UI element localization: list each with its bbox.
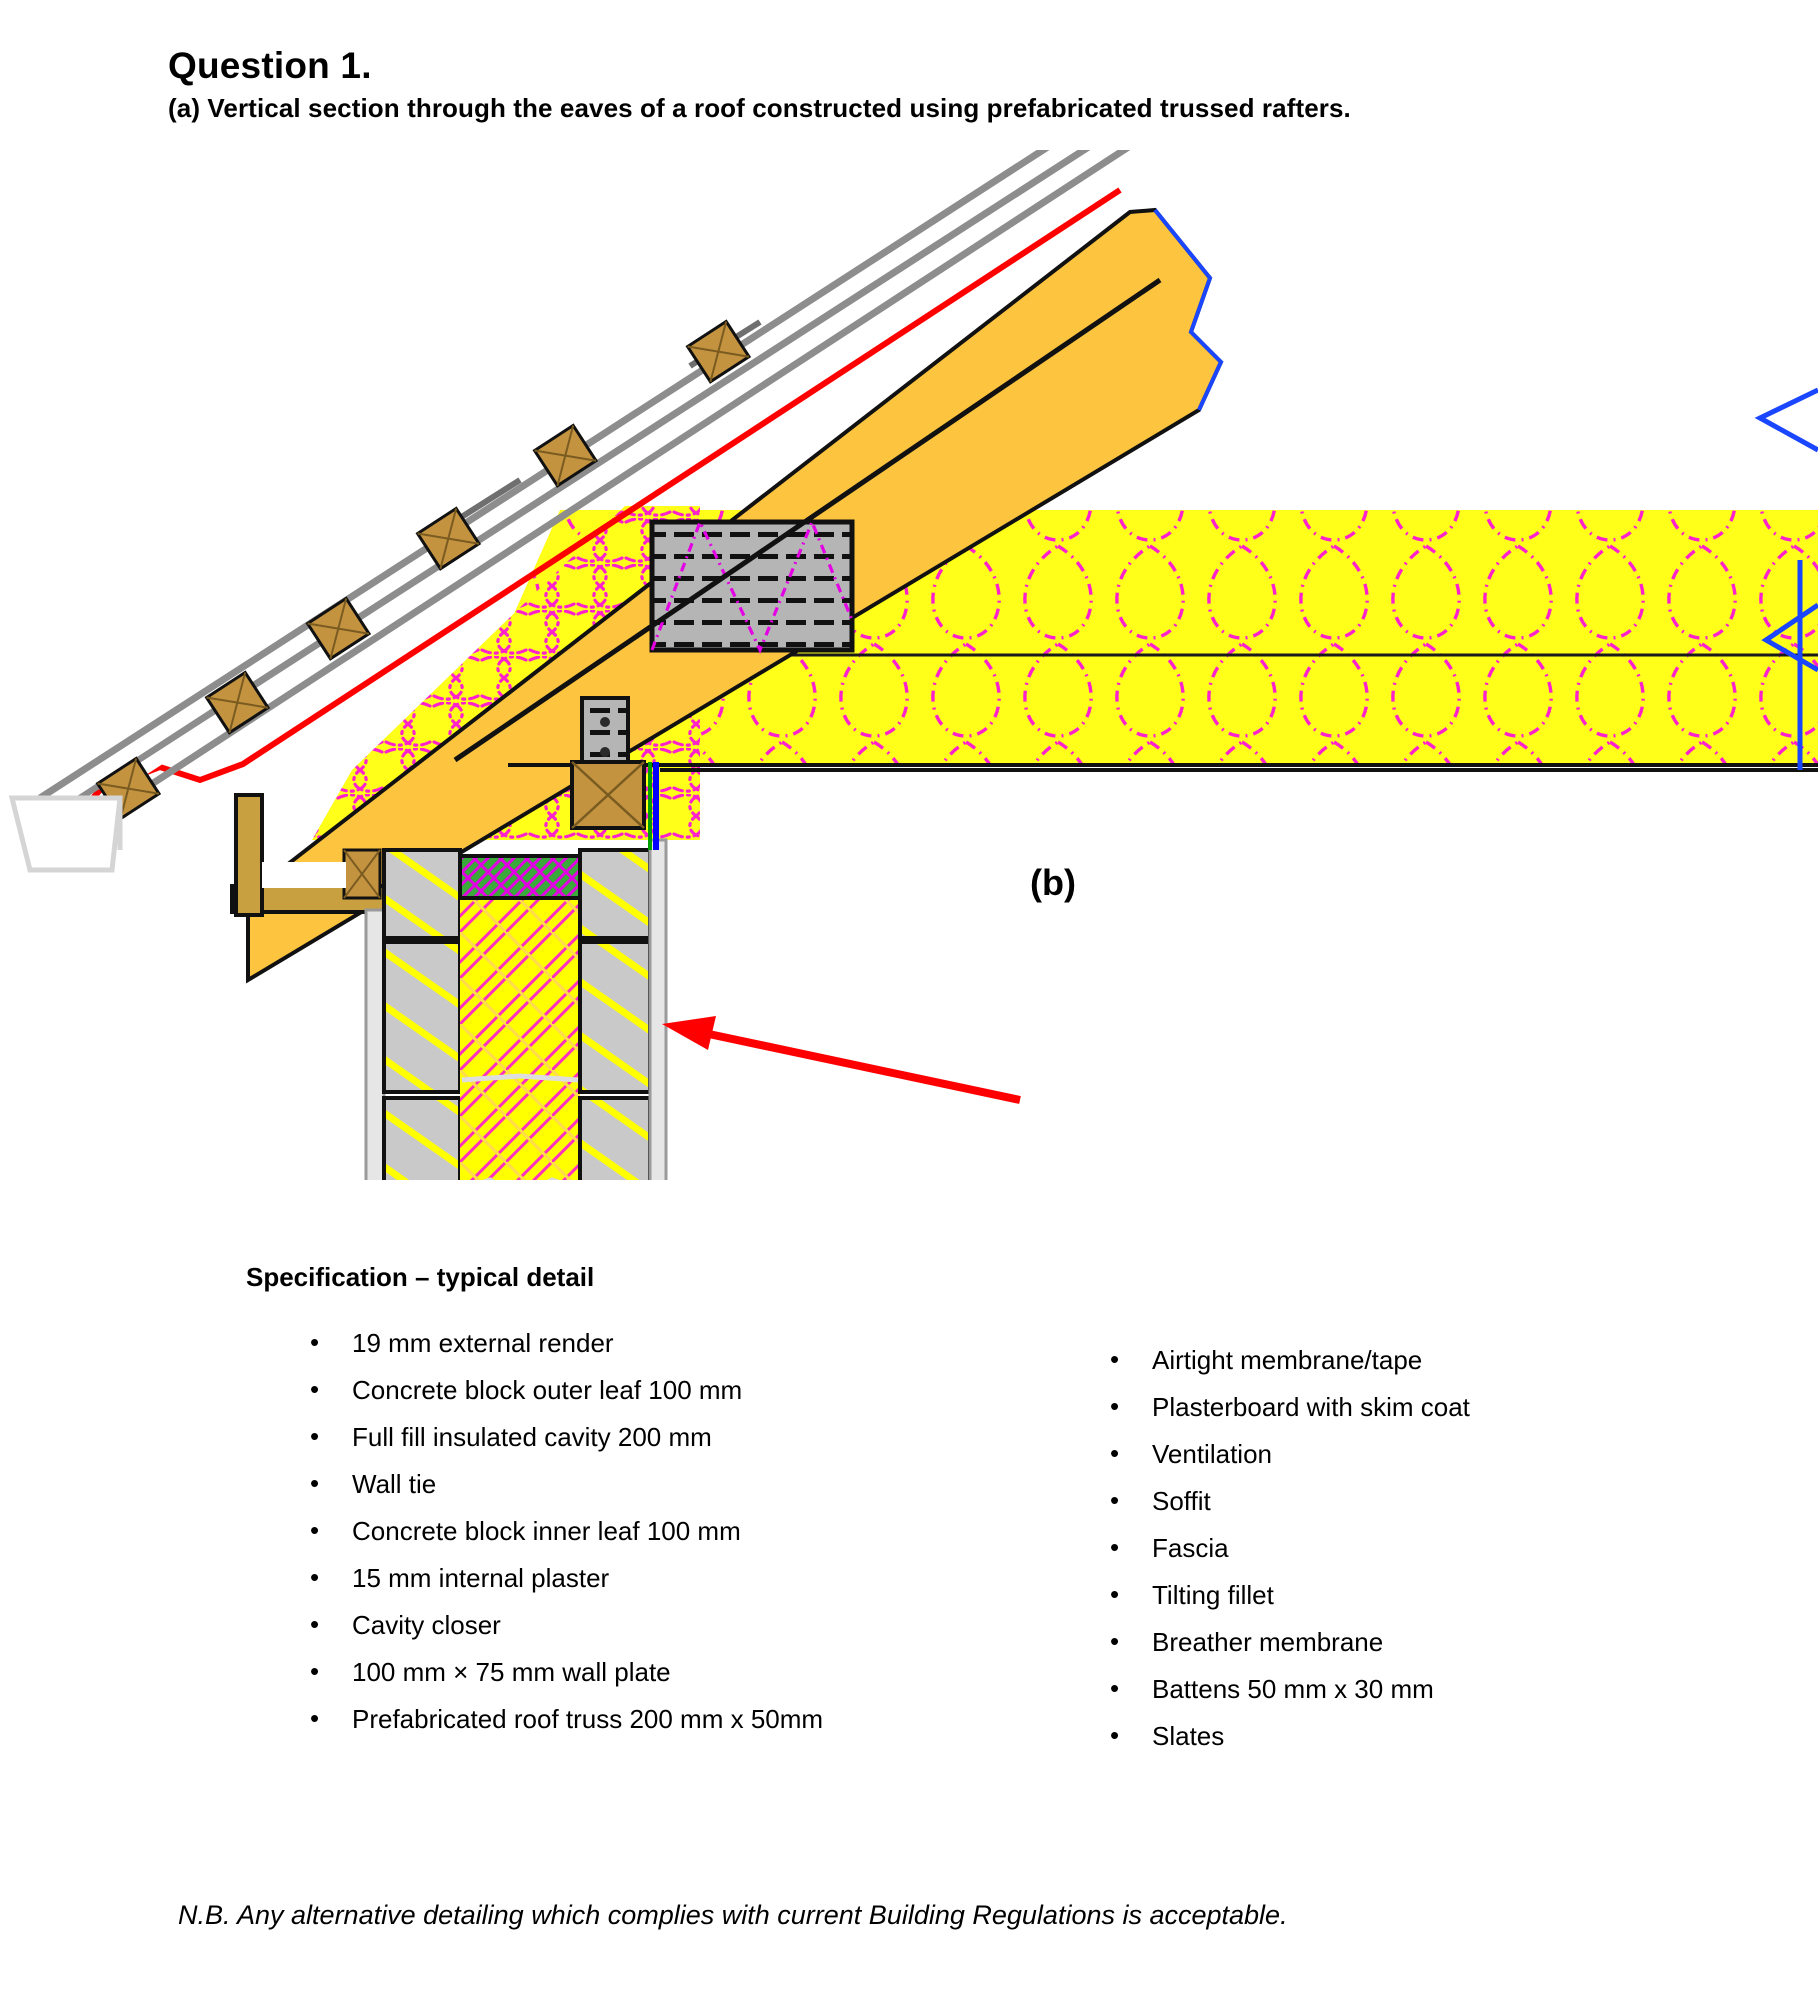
cavity-wall bbox=[364, 838, 668, 1180]
block-inner-1 bbox=[578, 848, 652, 940]
spec-item: Ventilation bbox=[1100, 1430, 1720, 1478]
spec-item: Concrete block inner leaf 100 mm bbox=[300, 1507, 960, 1555]
airtight-membrane bbox=[648, 762, 659, 850]
wall-tie bbox=[461, 1073, 579, 1083]
spec-item: Wall tie bbox=[300, 1460, 960, 1508]
eaves-ventilation-gap bbox=[262, 862, 346, 888]
specification-title: Specification – typical detail bbox=[246, 1262, 595, 1292]
wall-plate bbox=[570, 760, 646, 830]
section-break-lines bbox=[1754, 387, 1818, 770]
spec-item: Concrete block outer leaf 100 mm bbox=[300, 1366, 960, 1414]
cavity-insulation bbox=[460, 860, 580, 1180]
spec-item: Soffit bbox=[1100, 1477, 1720, 1525]
part-a-heading: (a) Vertical section through the eaves o… bbox=[168, 93, 1351, 123]
fascia-board bbox=[234, 793, 264, 917]
truss-web-member bbox=[453, 277, 1162, 763]
truss-nail-plate-large bbox=[649, 517, 855, 654]
spec-item: Full fill insulated cavity 200 mm bbox=[300, 1413, 960, 1461]
specification-list-right: Airtight membrane/tape Plasterboard with… bbox=[1100, 1336, 1720, 1760]
block-inner-2 bbox=[578, 940, 652, 1094]
footnote: N.B. Any alternative detailing which com… bbox=[178, 1900, 1288, 1930]
eaves-section-drawing bbox=[0, 150, 1818, 1180]
spec-item: 100 mm × 75 mm wall plate bbox=[300, 1648, 960, 1696]
spec-item: Prefabricated roof truss 200 mm x 50mm bbox=[300, 1695, 960, 1743]
cavity-closer bbox=[458, 854, 582, 900]
rainwater-gutter bbox=[8, 795, 123, 873]
callout-arrow-b bbox=[662, 1016, 1021, 1104]
block-outer-2 bbox=[382, 940, 462, 1094]
spec-item: Airtight membrane/tape bbox=[1100, 1336, 1720, 1384]
block-outer-3 bbox=[382, 1096, 462, 1180]
page-title: Question 1. bbox=[168, 44, 372, 86]
spec-item: Plasterboard with skim coat bbox=[1100, 1383, 1720, 1431]
spec-item: Slates bbox=[1100, 1712, 1720, 1760]
block-inner-3 bbox=[578, 1096, 652, 1180]
spec-item: Breather membrane bbox=[1100, 1618, 1720, 1666]
spec-item: Battens 50 mm x 30 mm bbox=[1100, 1665, 1720, 1713]
callout-label-b: (b) bbox=[1030, 862, 1076, 903]
external-render bbox=[364, 908, 386, 1180]
internal-plaster bbox=[648, 838, 668, 1180]
specification-list-left: 19 mm external render Concrete block out… bbox=[300, 1319, 960, 1743]
spec-item: 19 mm external render bbox=[300, 1319, 960, 1367]
spec-item: Fascia bbox=[1100, 1524, 1720, 1572]
spec-item: Tilting fillet bbox=[1100, 1571, 1720, 1619]
spec-item: Cavity closer bbox=[300, 1601, 960, 1649]
block-outer-1 bbox=[382, 848, 462, 940]
spec-item: 15 mm internal plaster bbox=[300, 1554, 960, 1602]
